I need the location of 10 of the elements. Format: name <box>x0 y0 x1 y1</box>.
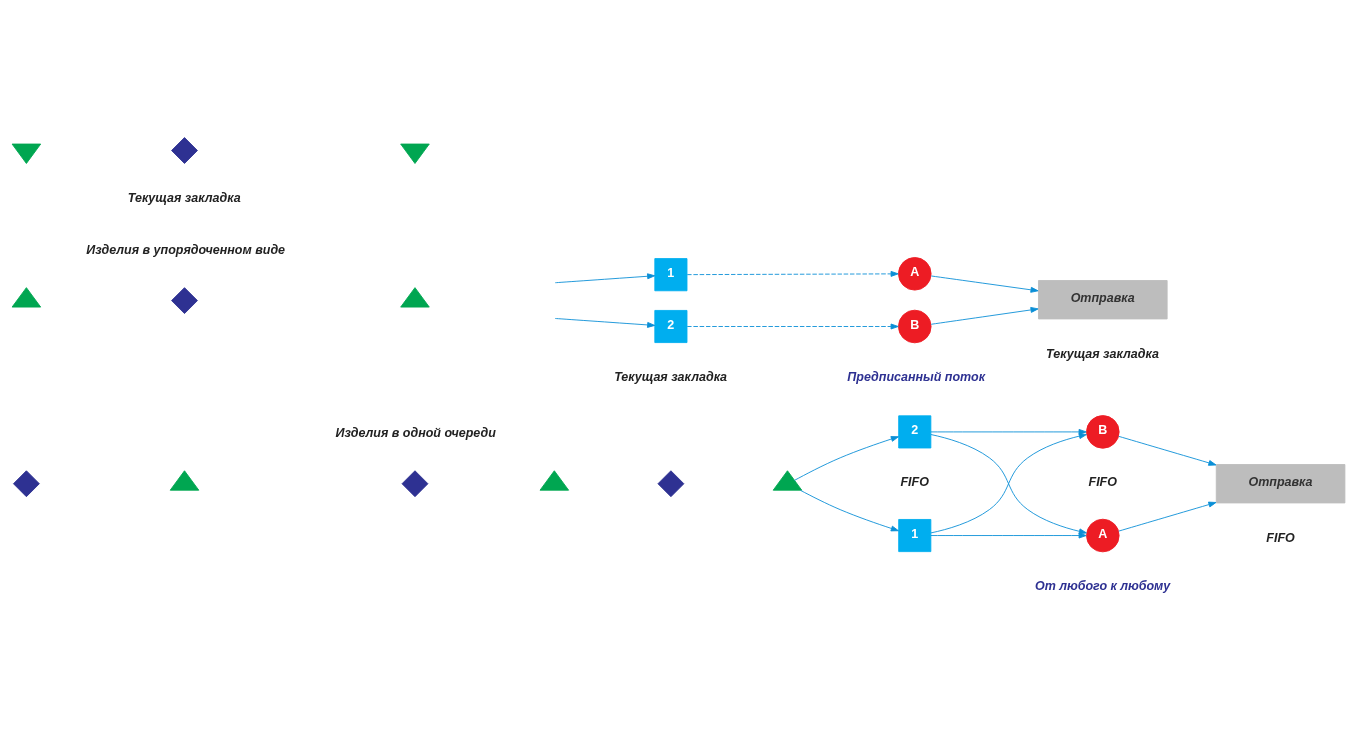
label: От любого к любому <box>1034 578 1171 593</box>
label: Предписанный поток <box>847 369 986 384</box>
label: FIFO <box>1088 474 1117 489</box>
label: FIFO <box>1266 530 1295 545</box>
label: Изделия в упорядоченном виде <box>86 242 286 257</box>
label: FIFO <box>900 474 929 489</box>
label: Текущая закладка <box>614 369 728 384</box>
label: Текущая закладка <box>127 190 241 205</box>
label: Изделия в одной очереди <box>335 425 496 440</box>
label: Текущая закладка <box>1046 346 1159 360</box>
